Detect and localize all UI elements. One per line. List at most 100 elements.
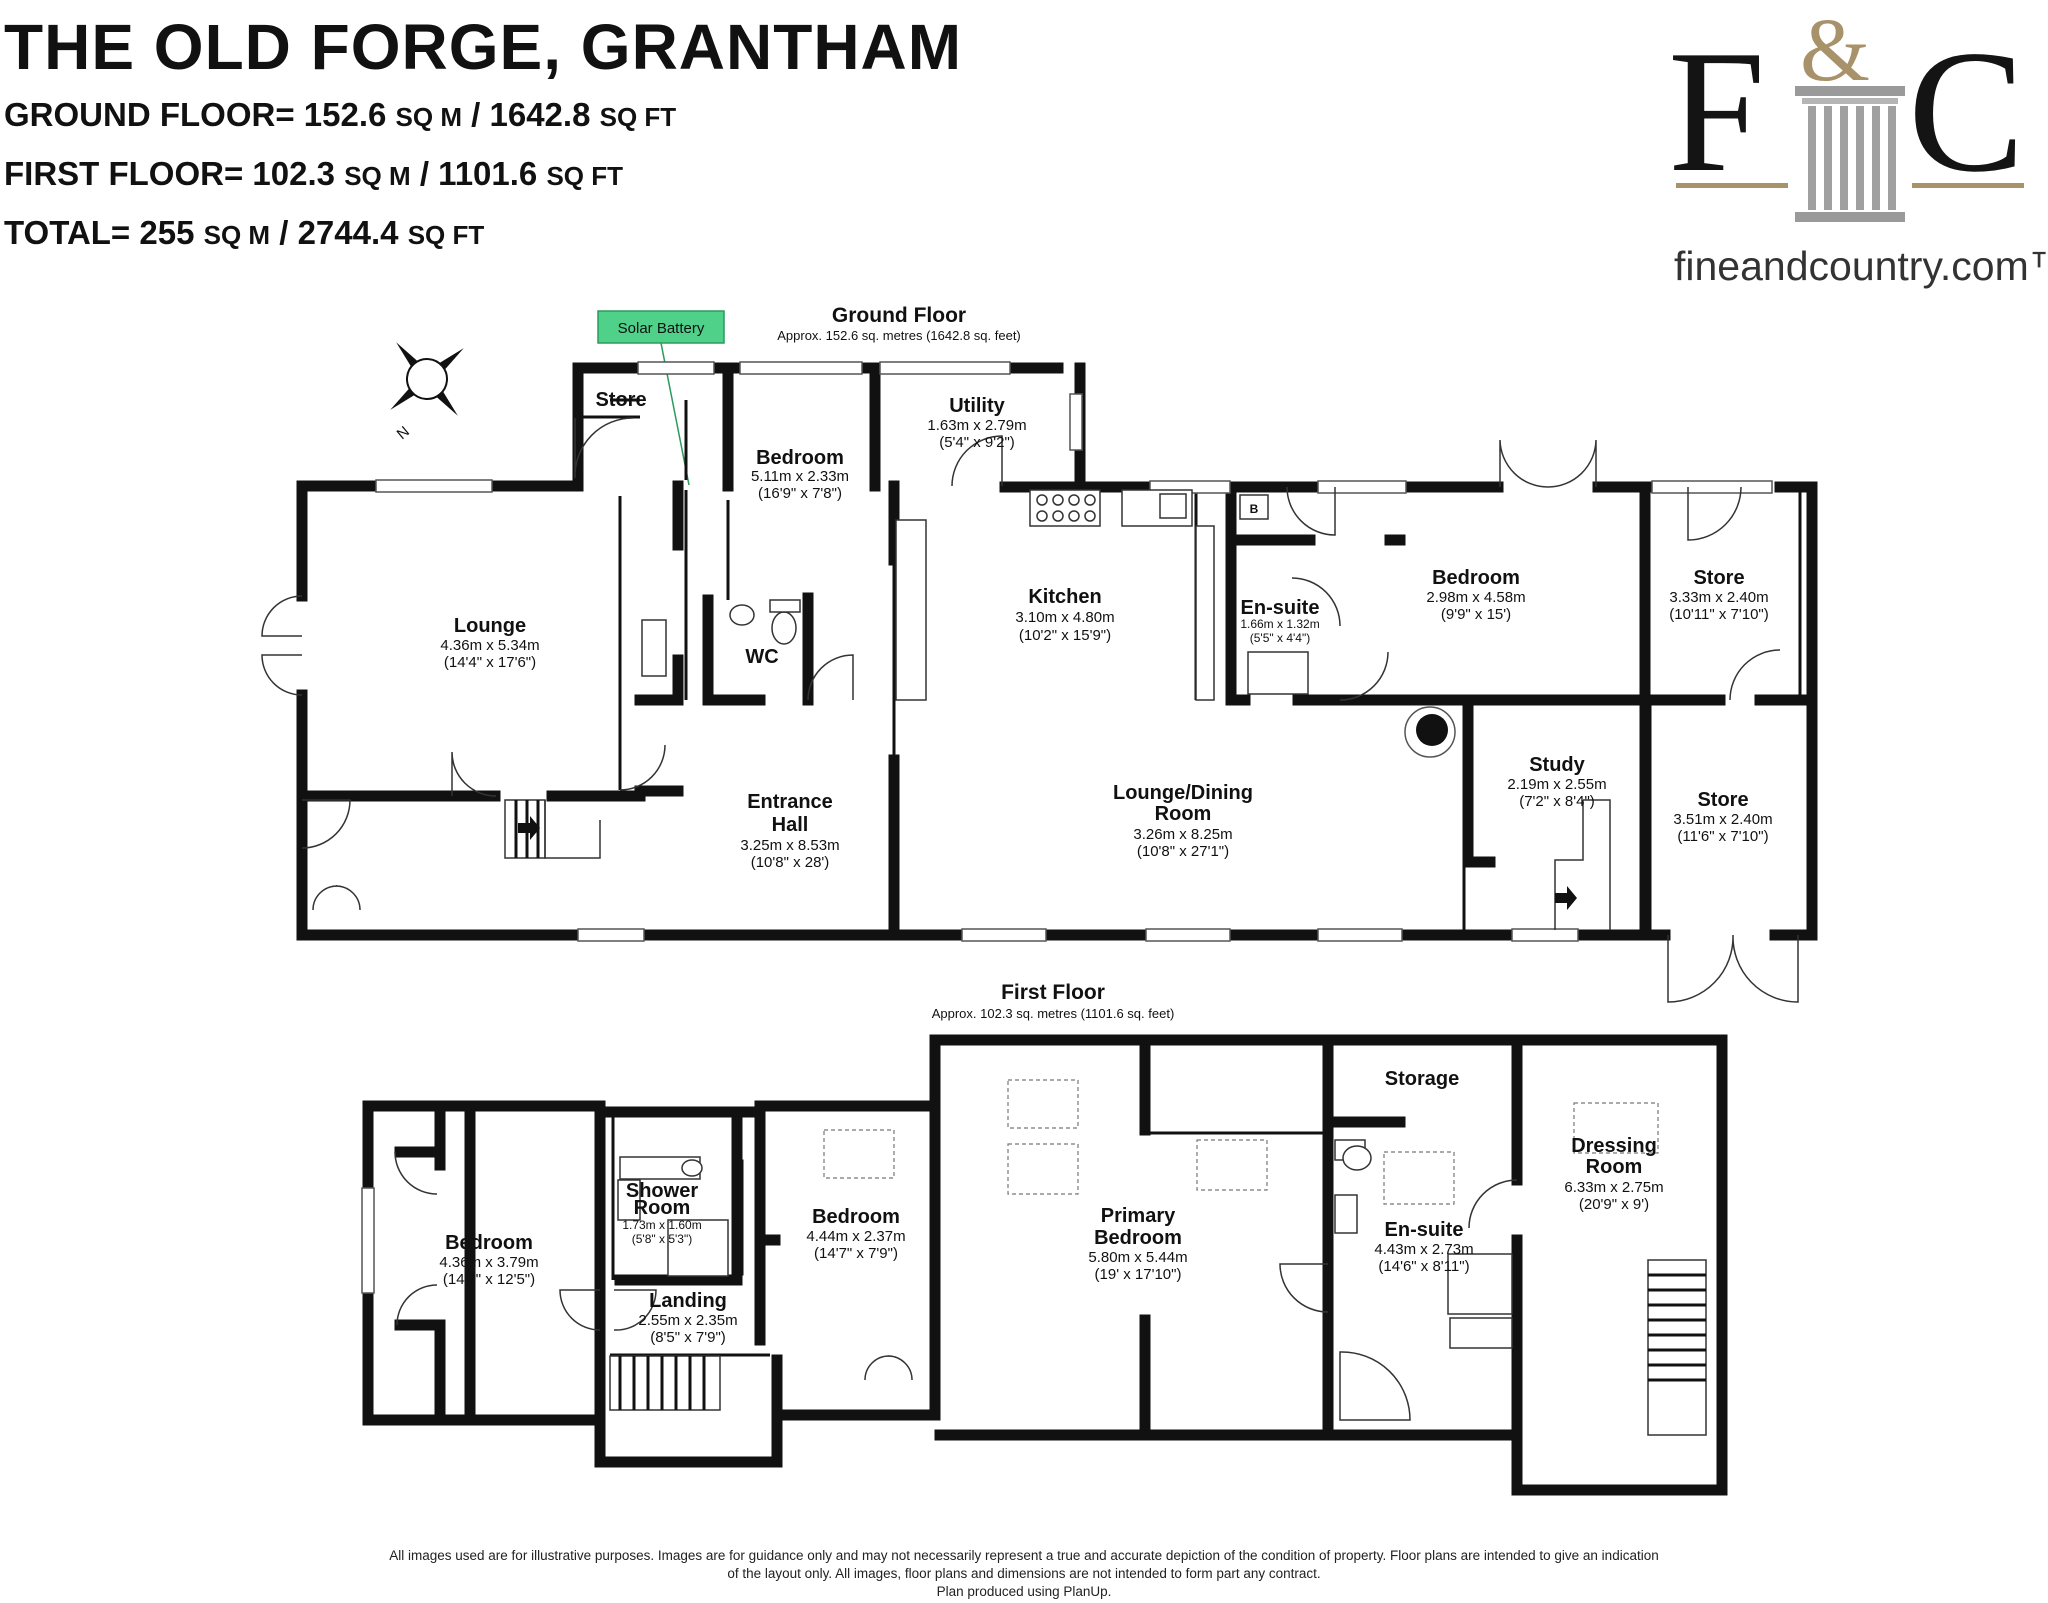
boiler-box — [1239, 494, 1269, 520]
room-imperial: (10'8" x 27'1") — [1137, 843, 1229, 860]
room-name: WC — [745, 646, 778, 668]
disclaimer-line-1: All images used are for illustrative pur… — [389, 1548, 1659, 1563]
area-sqm: 152.6 — [303, 96, 387, 133]
area-sqft: 2744.4 — [297, 214, 399, 251]
room-imperial: (5'4" x 9'2") — [939, 434, 1015, 451]
room-metric: 4.44m x 2.37m — [806, 1228, 905, 1245]
room-name-2: Hall — [772, 814, 809, 836]
room-name: Dressing — [1571, 1135, 1657, 1157]
room-name: Entrance — [747, 791, 833, 813]
total-area: TOTAL= 255 SQ M / 2744.4 SQ FT — [4, 214, 484, 252]
room-name: Kitchen — [1028, 586, 1101, 608]
area-sqft: 1642.8 — [489, 96, 591, 133]
room-imperial: (5'5" x 4'4") — [1250, 631, 1310, 645]
room-name: Utility — [949, 395, 1005, 417]
room-store-small: Store — [595, 389, 646, 411]
room-imperial: (5'8" x 5'3") — [632, 1232, 692, 1246]
area-sqft-unit: SQ FT — [407, 220, 485, 250]
first-floor-approx: Approx. 102.3 sq. metres (1101.6 sq. fee… — [932, 1006, 1175, 1021]
area-sqft-unit: SQ FT — [599, 102, 677, 132]
room-name: Study — [1529, 754, 1585, 776]
room-imperial: (10'11" x 7'10") — [1669, 606, 1769, 623]
room-metric: 4.43m x 2.73m — [1374, 1241, 1473, 1258]
room-bedroom-front: Bedroom 5.11m x 2.33m (16'9" x 7'8") — [751, 447, 849, 502]
room-name: En-suite — [1241, 597, 1320, 619]
room-kitchen: Kitchen 3.10m x 4.80m (10'2" x 15'9") — [1015, 586, 1114, 644]
ground-floor-windows — [375, 361, 1773, 942]
room-bedroom-rear: Bedroom 2.98m x 4.58m (9'9" x 15') — [1426, 567, 1525, 623]
room-metric: 2.19m x 2.55m — [1507, 776, 1606, 793]
room-metric: 3.26m x 8.25m — [1133, 826, 1232, 843]
solar-battery-label: Solar Battery — [597, 310, 725, 486]
room-metric: 2.98m x 4.58m — [1426, 589, 1525, 606]
room-imperial: (9'9" x 15') — [1441, 606, 1511, 623]
area-sqm-unit: SQ M — [344, 161, 411, 191]
room-metric: 1.63m x 2.79m — [927, 417, 1026, 434]
logo-ampersand: & — [1800, 1, 1870, 100]
room-store-b: Store 3.51m x 2.40m (11'6" x 7'10") — [1673, 789, 1772, 845]
first-floor-thin-walls — [610, 1112, 1328, 1357]
logo-website: fineandcountry.com™ — [1674, 243, 2048, 289]
area-separator: / — [279, 214, 289, 251]
room-bedroom-left: Bedroom 4.36m x 3.79m (14'4" x 12'5") — [439, 1232, 538, 1288]
first-floor-windows — [361, 1187, 375, 1294]
room-metric: 3.10m x 4.80m — [1015, 609, 1114, 626]
area-sqft: 1101.6 — [438, 155, 538, 192]
compass-icon — [390, 342, 464, 416]
logo-letter-f: F — [1668, 14, 1765, 208]
room-metric: 3.25m x 8.53m — [740, 837, 839, 854]
first-floor-doors — [394, 1151, 1518, 1381]
column-icon — [1795, 86, 1905, 222]
room-name: Bedroom — [812, 1206, 900, 1228]
room-lounge: Lounge 4.36m x 5.34m (14'4" x 17'6") — [440, 615, 539, 671]
room-study: Study 2.19m x 2.55m (7'2" x 8'4") — [1507, 754, 1606, 810]
disclaimer: All images used are for illustrative pur… — [0, 1547, 2048, 1601]
room-imperial: (16'9" x 7'8") — [758, 485, 842, 502]
ground-floor-doors — [261, 417, 1799, 1003]
room-imperial: (8'5" x 7'9") — [650, 1329, 726, 1346]
ground-floor-title: Ground Floor — [832, 304, 966, 327]
solar-battery-text: Solar Battery — [618, 320, 705, 337]
disclaimer-line-3: Plan produced using PlanUp. — [936, 1584, 1112, 1599]
first-floor-walls — [362, 1034, 1728, 1496]
ground-floor-fixtures: B — [641, 489, 1456, 758]
room-lounge-dining: Lounge/Dining Room 3.26m x 8.25m (10'8" … — [1113, 782, 1253, 860]
first-floor-skylights — [823, 1079, 1659, 1205]
area-separator: / — [419, 155, 429, 192]
logo-letter-c: C — [1908, 14, 2025, 208]
room-landing: Landing 2.55m x 2.35m (8'5" x 7'9") — [638, 1290, 737, 1346]
room-name-2: Room — [634, 1197, 691, 1219]
room-imperial: (19' x 17'10") — [1095, 1266, 1182, 1283]
page-title: THE OLD FORGE, GRANTHAM — [4, 11, 963, 83]
room-name: Bedroom — [756, 447, 844, 469]
room-metric: 1.66m x 1.32m — [1240, 617, 1319, 631]
room-wc: WC — [745, 646, 778, 668]
room-name: En-suite — [1385, 1219, 1464, 1241]
area-sqm: 102.3 — [252, 155, 336, 192]
ground-floor-stairs — [504, 799, 1611, 930]
room-utility: Utility 1.63m x 2.79m (5'4" x 9'2") — [927, 395, 1026, 451]
room-metric: 6.33m x 2.75m — [1564, 1179, 1663, 1196]
room-name: Shower — [626, 1180, 698, 1202]
logo-gold-rule-right — [1912, 183, 2024, 188]
compass-north-letter: N — [394, 423, 413, 443]
room-name: Bedroom — [1432, 567, 1520, 589]
area-separator: / — [471, 96, 481, 133]
room-name: Primary — [1101, 1205, 1176, 1227]
room-bedroom-mid: Bedroom 4.44m x 2.37m (14'7" x 7'9") — [806, 1206, 905, 1262]
room-name-2: Bedroom — [1094, 1227, 1182, 1249]
room-imperial: (10'8" x 28') — [751, 854, 830, 871]
room-dressing-room: Dressing Room 6.33m x 2.75m (20'9" x 9') — [1564, 1135, 1663, 1213]
room-metric: 3.33m x 2.40m — [1669, 589, 1768, 606]
room-storage: Storage — [1385, 1068, 1459, 1090]
logo-gold-rule-left — [1676, 183, 1788, 188]
room-name: Store — [1697, 789, 1748, 811]
room-name: Landing — [649, 1290, 727, 1312]
room-name: Store — [1693, 567, 1744, 589]
fine-and-country-logo: F & C fineandcountry.com™ — [1668, 1, 2048, 289]
room-metric: 5.11m x 2.33m — [751, 468, 849, 485]
area-label: FIRST FLOOR= — [4, 155, 244, 192]
ground-floor-area: GROUND FLOOR= 152.6 SQ M / 1642.8 SQ FT — [4, 96, 676, 134]
room-imperial: (14'6" x 8'11") — [1378, 1258, 1469, 1275]
